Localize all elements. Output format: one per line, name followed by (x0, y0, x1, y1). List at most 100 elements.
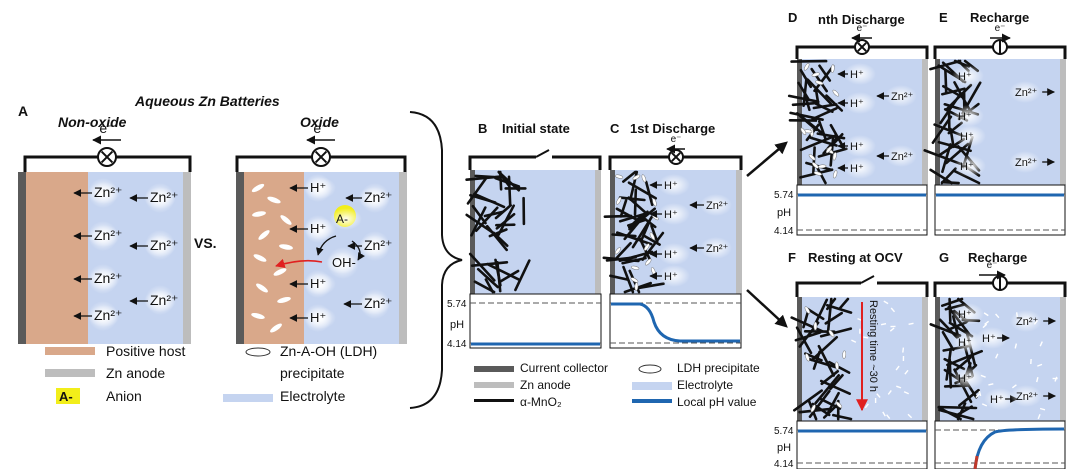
mno2-fiber (806, 307, 825, 321)
zn-anode (736, 170, 742, 294)
glow (844, 135, 876, 157)
legend-label-mno2: α-MnO₂ (520, 395, 562, 409)
ion-label: Zn²⁺ (689, 194, 732, 216)
mno2-fiber (943, 357, 966, 371)
ion-label: H⁺ (649, 203, 690, 225)
mno2-fiber (824, 311, 844, 325)
brace (409, 111, 463, 409)
glow (700, 194, 732, 216)
ldh-fragment (1054, 376, 1058, 382)
ldh-fragment (895, 365, 900, 371)
glow (358, 235, 390, 257)
panel-b-title: Initial state (502, 121, 570, 136)
circuit-elements: e⁻e⁻e⁻e⁻e⁻e⁻ (92, 23, 1011, 291)
ion-text: Zn²⁺ (1016, 316, 1039, 328)
ldh-flake (643, 243, 650, 251)
ldh-flake (652, 198, 657, 207)
panel-g-title: Recharge (968, 250, 1027, 265)
ph-low-label: 4.14 (774, 459, 794, 469)
glow (976, 327, 1008, 349)
mno2-fiber (603, 214, 633, 218)
electron-label: e⁻ (313, 120, 328, 136)
panel-c-letter: C (610, 121, 620, 136)
panel-d-title: nth Discharge (818, 12, 905, 27)
mno2-fiber (813, 64, 835, 93)
ion-label: Zn²⁺ (73, 268, 122, 290)
ion-label: H⁺ (952, 367, 984, 389)
mno2-fiber (814, 374, 841, 405)
glow (144, 187, 176, 209)
glow (658, 243, 690, 265)
mno2-fiber (642, 234, 661, 246)
ldh-flake (811, 162, 819, 169)
mno2-fiber (813, 298, 829, 328)
mno2-fiber (622, 265, 635, 294)
mno2-fiber (937, 405, 978, 410)
ion-text: H⁺ (310, 276, 326, 291)
panel-a-title: Aqueous Zn Batteries (134, 93, 280, 109)
ion-label: OH- (326, 252, 358, 274)
ion-label: H⁺ (649, 174, 690, 196)
ldh-fragment (1014, 343, 1018, 349)
arrow-to-f (746, 289, 788, 328)
glow (952, 105, 984, 127)
ldh-flake (842, 350, 847, 359)
glow (88, 305, 120, 327)
ph-low-label: 4.14 (774, 226, 794, 237)
mno2-fiber (946, 349, 984, 367)
panel-d-letter: D (788, 10, 797, 25)
ldh-fragment (902, 347, 905, 353)
ldh-fragment (896, 385, 902, 389)
mno2-fiber (798, 407, 831, 414)
zn-anode (922, 297, 928, 421)
ion-label: Zn²⁺ (876, 85, 917, 107)
legend-swatch-anion (56, 388, 80, 404)
ldh-flake (833, 170, 838, 179)
glow (144, 235, 176, 257)
ion-label: Zn²⁺ (73, 305, 122, 327)
glow (954, 125, 986, 147)
ion-label: H⁺ (976, 327, 1010, 349)
ion-text: Zn²⁺ (150, 189, 178, 205)
ldh-flake (614, 247, 621, 255)
circuit-left (468, 155, 536, 170)
ldh-fragment (1036, 377, 1039, 383)
ldh-fragment (908, 322, 914, 325)
ldh-flake (630, 277, 639, 283)
mno2-fibers (465, 170, 531, 294)
ion-text: H⁺ (850, 141, 864, 153)
ion-text: H⁺ (664, 271, 678, 283)
ion-text: Zn²⁺ (364, 237, 392, 253)
ldh-fragment (903, 391, 909, 395)
glow (844, 92, 876, 114)
mno2-fiber (615, 231, 653, 246)
mno2-fiber (956, 402, 967, 421)
ldh-flake (641, 174, 647, 183)
mno2-fiber (929, 323, 962, 337)
oxide-title: Oxide (300, 114, 339, 130)
ldh-fragment (984, 320, 990, 325)
mno2-fiber (951, 315, 960, 339)
ldh-fragment (995, 313, 1000, 319)
ion-label: H⁺ (952, 105, 984, 127)
local-ph-curve (611, 302, 740, 343)
glow (358, 187, 390, 209)
red-arrow (275, 258, 323, 269)
panel-d: D nth Discharge 5.74 pH 4.14 (774, 10, 929, 237)
ion-label: H⁺ (289, 177, 336, 199)
ldh-fragment (883, 300, 889, 305)
legend-swatch-positive-host (45, 347, 95, 355)
glow (304, 218, 336, 240)
ion-label: Zn²⁺ (876, 145, 917, 167)
mno2-fiber (958, 388, 980, 407)
mno2-fiber (789, 111, 824, 121)
open-switch (860, 275, 875, 284)
ion-label: H⁺ (649, 243, 690, 265)
mno2-fiber (497, 204, 516, 236)
legend-swatch-electrolyte (632, 382, 672, 390)
current-collector (236, 172, 244, 344)
current-collector (935, 59, 940, 185)
legend-swatch-zn-anode (474, 382, 514, 388)
panel-f: F Resting at OCV Resting time ~30 h 5.74… (774, 250, 929, 469)
ldh-precipitate (804, 306, 847, 413)
